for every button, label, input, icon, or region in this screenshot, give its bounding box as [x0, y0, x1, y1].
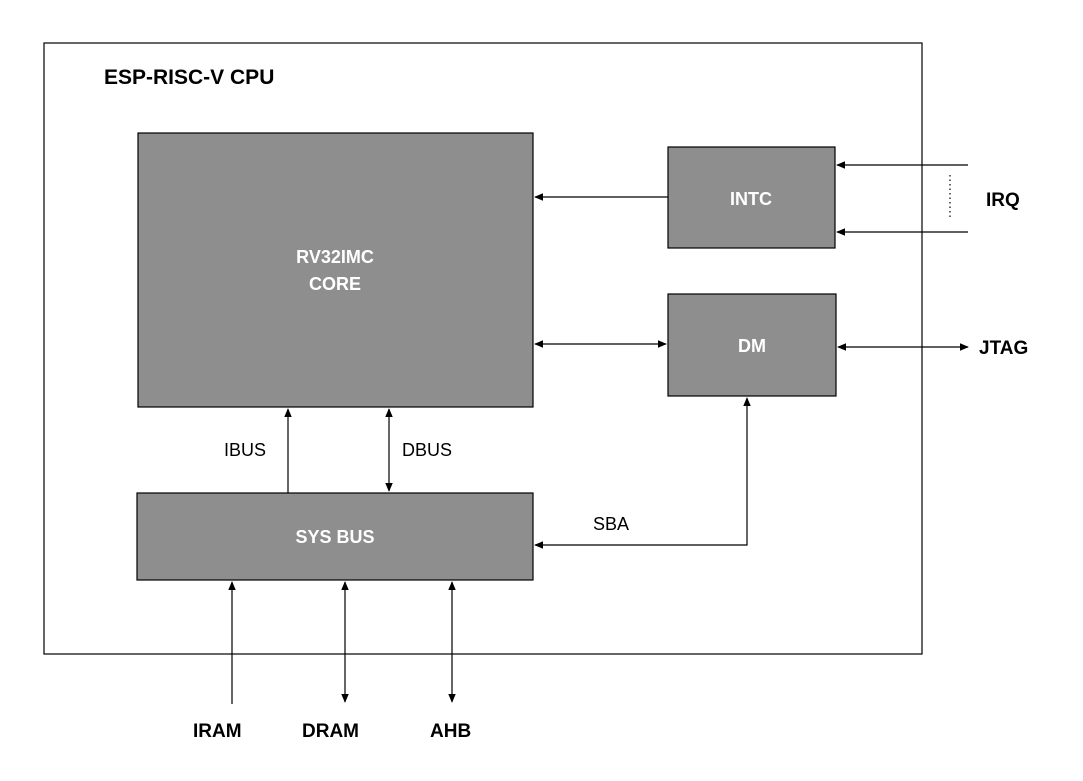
- core-label-line2: CORE: [309, 274, 361, 294]
- core-label-line1: RV32IMC: [296, 247, 374, 267]
- core-block: [137, 132, 534, 408]
- intc-block: [667, 146, 836, 249]
- sba-label: SBA: [593, 514, 629, 534]
- dm-label: DM: [738, 336, 766, 356]
- iram-label: IRAM: [193, 721, 242, 742]
- intc-label: INTC: [730, 189, 772, 209]
- sba-arrow: [534, 397, 751, 549]
- dbus-label: DBUS: [402, 440, 452, 460]
- jtag-label: JTAG: [979, 338, 1028, 359]
- sysbus-block: [136, 492, 534, 581]
- irq-label: IRQ: [986, 190, 1020, 211]
- dram-label: DRAM: [302, 721, 359, 742]
- sysbus-label: SYS BUS: [295, 527, 374, 547]
- cpu-title: ESP-RISC-V CPU: [104, 66, 274, 89]
- ibus-label: IBUS: [224, 440, 266, 460]
- ahb-label: AHB: [430, 721, 471, 742]
- dm-block: [667, 293, 837, 397]
